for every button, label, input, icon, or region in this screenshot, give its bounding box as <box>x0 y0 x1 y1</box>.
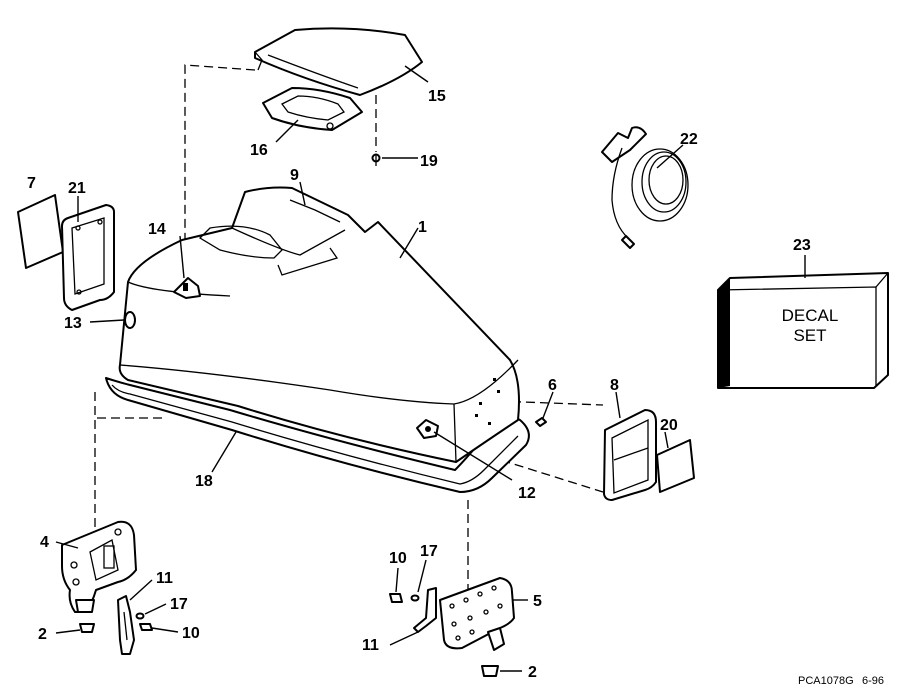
plate-5 <box>439 577 515 651</box>
decal-set-box: DECAL SET <box>717 272 889 389</box>
callout-15: 15 <box>428 88 446 105</box>
callout-17-left: 17 <box>170 596 188 613</box>
decal-plate-20 <box>656 439 695 493</box>
callout-7: 7 <box>27 175 36 192</box>
knob-12 <box>416 419 439 439</box>
top-cover-cap <box>254 27 423 96</box>
leader-lines <box>55 65 806 672</box>
callout-10-left: 10 <box>182 625 200 642</box>
callout-18: 18 <box>195 473 213 490</box>
callout-10-right: 10 <box>389 550 407 567</box>
decal-line2: SET <box>793 326 826 345</box>
callout-16: 16 <box>250 142 268 159</box>
callout-12: 12 <box>518 485 536 502</box>
bracket-4 <box>61 520 137 613</box>
screw-6 <box>535 417 547 427</box>
side-bracket-21 <box>61 204 115 311</box>
callout-11-right: 11 <box>362 637 379 654</box>
strap-11-left <box>117 595 135 655</box>
callout-1: 1 <box>418 219 427 236</box>
grommet-2-left <box>79 623 95 633</box>
callout-2-left: 2 <box>38 626 47 643</box>
cover-vent-holes <box>475 378 500 425</box>
callout-23: 23 <box>793 237 811 254</box>
callout-14: 14 <box>148 221 166 238</box>
callout-21: 21 <box>68 180 86 197</box>
washer-17-right <box>410 594 420 602</box>
side-panel-8 <box>603 409 657 501</box>
decal-line1: DECAL <box>782 306 839 325</box>
cap-gasket <box>262 87 363 131</box>
screw-10-right <box>389 593 403 603</box>
callout-9: 9 <box>290 167 299 184</box>
motor-cover <box>105 186 530 493</box>
screw-19 <box>371 153 381 166</box>
callout-numbers: 15 16 19 1 9 14 13 7 21 22 23 6 8 20 12 … <box>27 88 811 681</box>
drawing-code-id: PCA1078G <box>798 675 854 687</box>
strap-11-right <box>413 587 437 633</box>
grommet-2-right <box>481 665 499 677</box>
callout-20: 20 <box>660 417 678 434</box>
latch-14 <box>173 277 201 299</box>
callout-4: 4 <box>40 534 49 551</box>
callout-13: 13 <box>64 315 82 332</box>
callout-22: 22 <box>680 131 698 148</box>
drawing-code: PCA1078G 6-96 <box>798 675 884 687</box>
washer-17-left <box>135 612 145 620</box>
cable-22 <box>601 126 689 249</box>
callout-11-left: 11 <box>156 570 173 587</box>
screw-10-left <box>139 623 153 631</box>
callout-19: 19 <box>420 153 438 170</box>
callout-2-right: 2 <box>528 664 537 681</box>
callout-8: 8 <box>610 377 619 394</box>
callout-5: 5 <box>533 593 542 610</box>
callout-17-right: 17 <box>420 543 438 560</box>
decal-plate-7 <box>17 194 64 269</box>
drawing-code-date: 6-96 <box>862 675 884 687</box>
callout-6: 6 <box>548 377 557 394</box>
